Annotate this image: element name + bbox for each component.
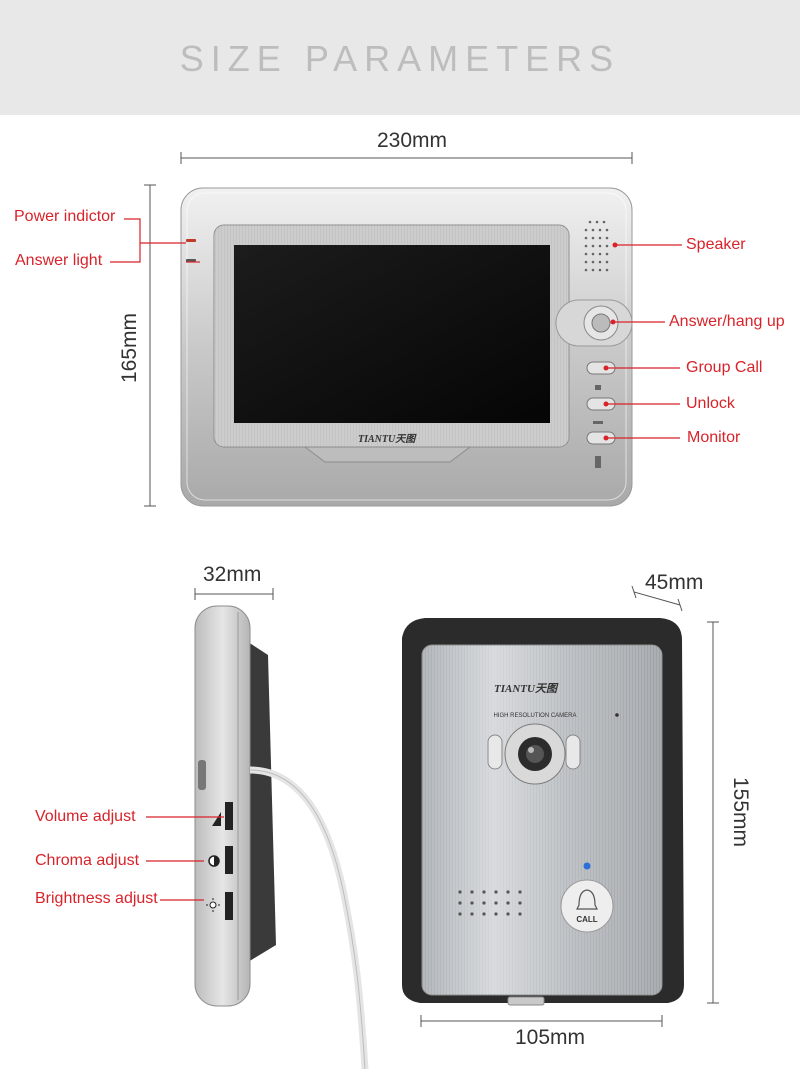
bell-icon (576, 889, 598, 910)
brightness-wheel (225, 892, 233, 920)
call-button (560, 879, 614, 933)
speaker-grille (584, 220, 609, 272)
callout-speaker: Speaker (686, 236, 746, 253)
callout-volume-adjust: Volume adjust (35, 808, 136, 825)
doorbell-width-label: 105mm (515, 1026, 586, 1049)
callout-brightness-adjust: Brightness adjust (35, 890, 158, 907)
monitor-brand-logo: TIANTU天图 (358, 433, 417, 445)
doorbell-brand-logo: TIANTU天图 (494, 683, 559, 695)
side-callout-lines (146, 816, 224, 901)
callout-chroma-adjust: Chroma adjust (35, 852, 140, 869)
side-depth-label: 32mm (203, 563, 262, 586)
power-indicator-light (186, 239, 196, 242)
callout-monitor: Monitor (687, 429, 741, 446)
call-button-label: CALL (576, 915, 597, 924)
header-banner: SIZE PARAMETERS (0, 0, 800, 115)
ir-light-right (565, 734, 581, 770)
answer-indicator-light (186, 259, 196, 262)
doorbell-width-dimension (420, 1015, 663, 1027)
side-depth-dimension (194, 588, 274, 600)
monitor-width-dimension (180, 152, 633, 164)
volume-icon (212, 812, 221, 826)
doorbell-height-label: 155mm (729, 776, 753, 848)
outdoor-doorbell (402, 618, 684, 1006)
callout-answer-hangup: Answer/hang up (669, 313, 785, 330)
callout-unlock: Unlock (686, 395, 735, 412)
doorbell-depth-label: 45mm (645, 571, 704, 594)
doorbell-depth-dimension (631, 585, 683, 612)
mic-grille (458, 890, 522, 916)
doorbell-height-dimension (707, 621, 719, 1004)
brightness-icon (206, 898, 220, 912)
chroma-wheel (225, 846, 233, 874)
volume-wheel (225, 802, 233, 830)
callout-answer-light: Answer light (15, 252, 103, 269)
monitor-width-label: 230mm (377, 129, 448, 152)
doorbell-indicator-light (583, 862, 591, 870)
monitor-side-view (194, 605, 369, 1069)
camera-label: HIGH RESOLUTION CAMERA (493, 713, 576, 719)
callout-group-call: Group Call (686, 359, 763, 376)
monitor-screen (234, 245, 550, 423)
callout-power-indicator: Power indictor (14, 208, 116, 225)
page-title: SIZE PARAMETERS (179, 38, 621, 79)
ir-light-left (487, 734, 503, 770)
monitor-height-dimension (144, 184, 156, 507)
indoor-monitor (180, 187, 633, 507)
monitor-callout-lines (110, 218, 682, 439)
monitor-height-label: 165mm (118, 312, 142, 384)
